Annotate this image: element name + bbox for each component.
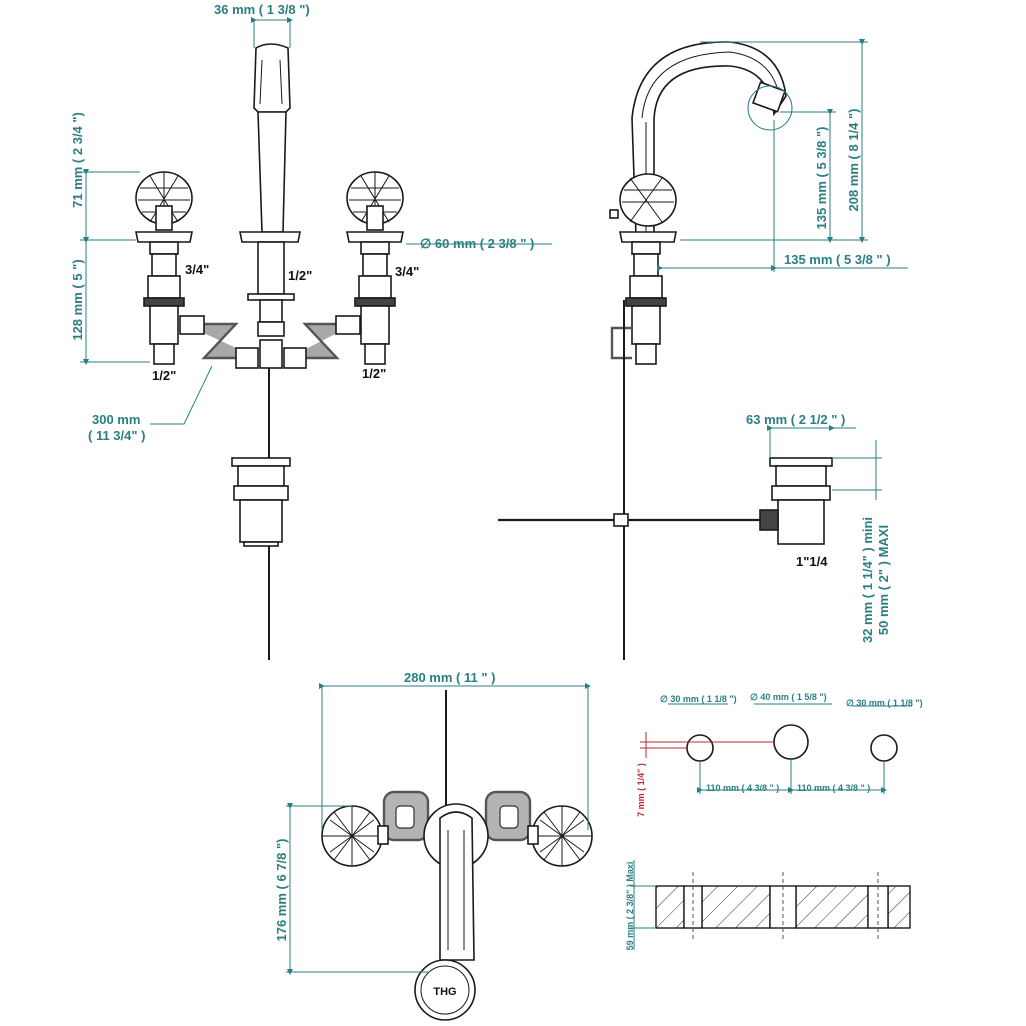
thg-logo: THG <box>433 986 456 998</box>
dim-hose-length-in: ( 11 3/4" ) <box>88 428 145 443</box>
dim-spread: 280 mm ( 11 " ) <box>404 670 495 685</box>
dim-hose-length: 300 mm <box>92 412 140 427</box>
dim-mini: 32 mm ( 1 1/4" ) mini <box>860 517 875 643</box>
right-handle <box>346 171 404 365</box>
dim-hole-left: ∅ 30 mm ( 1 1/8 ") <box>660 694 737 704</box>
side-view: 208 mm ( 8 1/4 ") 135 mm ( 5 3/8 ") 135 … <box>498 39 908 660</box>
dim-spout-height: 135 mm ( 5 3/8 ") <box>814 127 829 230</box>
thread-left-12: 1/2" <box>152 368 176 383</box>
front-waste <box>231 457 291 547</box>
dim-total-height: 208 mm ( 8 1/4 ") <box>846 109 861 212</box>
hole-right <box>870 734 898 762</box>
thread-left-34: 3/4" <box>185 262 209 277</box>
waste-thread: 1"1/4 <box>796 554 828 569</box>
dim-body-height: 128 mm ( 5 ") <box>70 259 85 340</box>
dim-offset: 7 mm ( 1/4" ) <box>636 763 646 817</box>
dim-spout-reach: 135 mm ( 5 3/8 " ) <box>784 252 891 267</box>
side-waste <box>759 457 833 545</box>
spout-body <box>257 111 287 233</box>
thread-right-34: 3/4" <box>395 264 419 279</box>
dim-waste-diameter: 63 mm ( 2 1/2 " ) <box>746 412 845 427</box>
spout-head <box>253 43 291 113</box>
dim-hole-right: ∅ 30 mm ( 1 1/8 ") <box>846 698 923 708</box>
hole-center <box>773 724 809 760</box>
logo-plate <box>414 959 476 1021</box>
thread-center-12: 1/2" <box>288 268 312 283</box>
top-view: THG 280 mm ( 11 " ) 176 mm ( 6 7/8 ") <box>274 670 593 1021</box>
dim-hole-center: ∅ 40 mm ( 1 5/8 ") <box>750 692 827 702</box>
thread-right-12: 1/2" <box>362 366 386 381</box>
dim-deck: 59 mm ( 2 3/8" ) Maxi <box>625 862 635 951</box>
dim-spout-width: 36 mm ( 1 3/8 ") <box>214 2 310 17</box>
hole-left <box>686 734 714 762</box>
front-view: 36 mm ( 1 3/8 ") 71 mm ( 2 3/4 ") 128 mm… <box>70 2 552 660</box>
left-handle <box>135 171 193 365</box>
dim-maxi: 50 mm ( 2" ) MAXI <box>876 525 891 635</box>
dim-diameter: ∅ 60 mm ( 2 3/8 " ) <box>420 236 534 251</box>
top-spout <box>439 811 475 961</box>
dim-spacing-right: 110 mm ( 4 3/8 " ) <box>797 783 870 793</box>
dim-depth: 176 mm ( 6 7/8 ") <box>274 839 289 942</box>
hole-layout: ∅ 30 mm ( 1 1/8 ") ∅ 40 mm ( 1 5/8 ") ∅ … <box>625 692 923 950</box>
dim-handle-height: 71 mm ( 2 3/4 ") <box>70 112 85 208</box>
dim-spacing-left: 110 mm ( 4 3/8 " ) <box>706 783 779 793</box>
